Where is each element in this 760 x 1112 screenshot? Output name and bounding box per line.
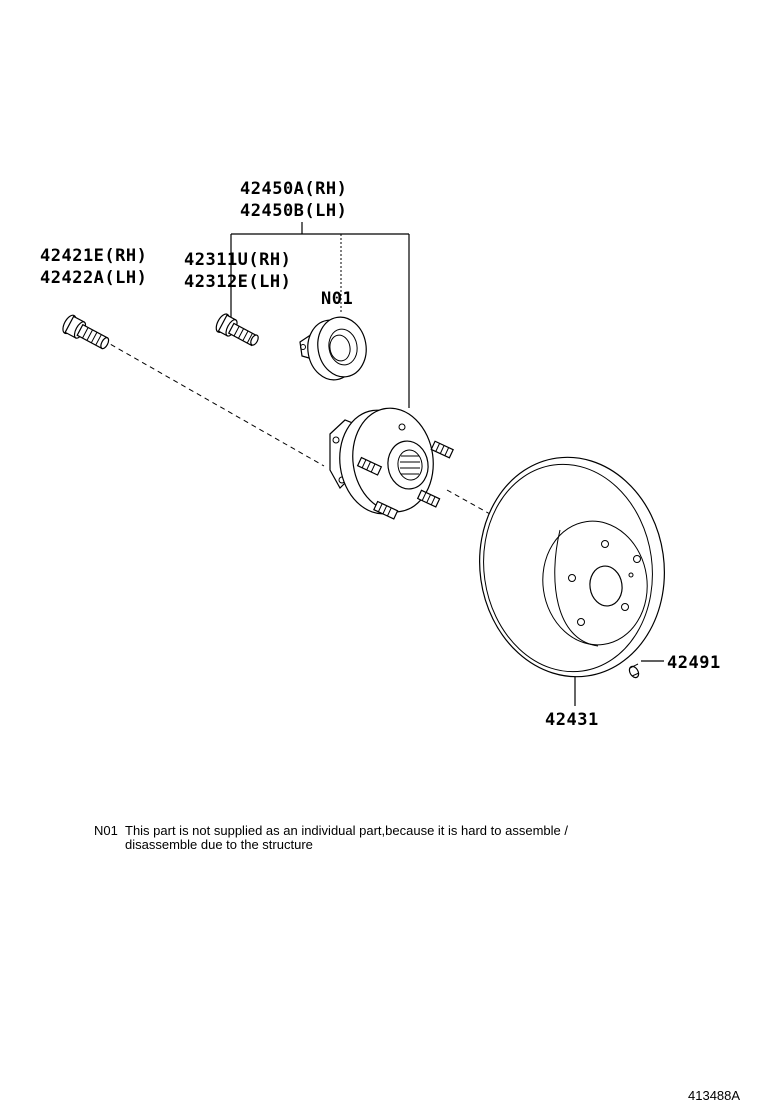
label-screw[interactable]: 42491 xyxy=(667,653,721,673)
label-hub-assembly-lh[interactable]: 42450B(LH) xyxy=(240,201,347,221)
leader-lines xyxy=(230,222,664,706)
hub-stud[interactable] xyxy=(214,312,262,350)
label-stud-rh[interactable]: 42311U(RH) xyxy=(184,250,291,270)
axis-line-right xyxy=(446,489,491,515)
note-line-2: disassemble due to the structure xyxy=(125,837,313,852)
hub-bolt[interactable] xyxy=(60,313,112,353)
label-bolt-rh[interactable]: 42421E(RH) xyxy=(40,246,147,266)
axis-line-left xyxy=(102,339,325,467)
note-line-1: This part is not supplied as an individu… xyxy=(125,823,568,838)
hub-bearing[interactable] xyxy=(299,313,371,383)
label-bolt-lh[interactable]: 42422A(LH) xyxy=(40,268,147,288)
label-disc[interactable]: 42431 xyxy=(545,710,599,730)
label-stud-lh[interactable]: 42312E(LH) xyxy=(184,272,291,292)
hub-assembly[interactable] xyxy=(329,403,454,520)
label-bearing[interactable]: N01 xyxy=(321,289,353,309)
diagram-id: 413488A xyxy=(688,1088,740,1103)
label-hub-assembly-rh[interactable]: 42450A(RH) xyxy=(240,179,347,199)
disc-screw[interactable] xyxy=(628,663,641,679)
brake-disc[interactable] xyxy=(466,445,679,688)
note-code: N01 xyxy=(94,823,118,838)
